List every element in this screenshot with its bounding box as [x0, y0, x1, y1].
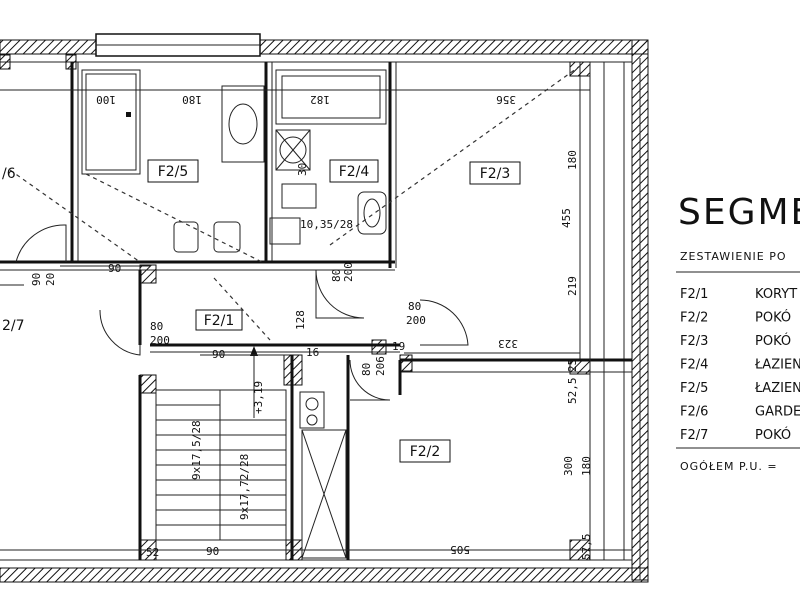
- dimension-lines: [0, 62, 632, 560]
- dim-80-f22: 80: [360, 363, 373, 376]
- legend-subtitle: ZESTAWIENIE PO: [680, 250, 787, 263]
- legend-code: F2/6: [680, 405, 708, 420]
- dim-300: 300: [562, 456, 575, 476]
- dimension-labels: 100 180 182 356 180 455 219 52,5 300 180…: [30, 93, 593, 560]
- dim-19: 19: [392, 340, 405, 353]
- staircase: [155, 346, 287, 541]
- legend-code: F2/2: [680, 311, 708, 326]
- legend-room-name: POKÓ: [755, 427, 791, 443]
- legend-room-name: KORYT: [755, 287, 797, 302]
- dim-57-5: 57,5: [580, 534, 593, 561]
- dim-52: 52: [146, 546, 159, 559]
- dim-128: 128: [294, 310, 307, 330]
- washbasin: [221, 85, 265, 163]
- legend-room-name: GARDE: [755, 405, 800, 420]
- washer: [269, 217, 301, 245]
- room-f2-6: /6: [2, 166, 16, 182]
- dim-stair-run-2: 9x17,72/28: [238, 454, 251, 520]
- dim-30: 30: [296, 163, 309, 176]
- dim-180-right: 180: [566, 150, 579, 170]
- dim-stair-run-1: 9x17,5/28: [190, 420, 203, 480]
- legend-room-name: POKÓ: [755, 310, 791, 326]
- room-f2-7: 2/7: [2, 318, 25, 334]
- segment-title: SEGMEN: [678, 192, 800, 233]
- bathtub: [275, 69, 387, 125]
- legend-code: F2/1: [680, 287, 708, 302]
- dim-219: 219: [566, 276, 579, 296]
- legend-code: F2/3: [680, 334, 708, 349]
- legend-code: F2/4: [680, 358, 708, 373]
- dim-200-door: 200: [406, 314, 426, 327]
- room-labels: F2/3 F2/4 F2/5 /6 F2/1 F2/2 2/7: [2, 159, 521, 463]
- dim-455: 455: [560, 208, 573, 228]
- dim-elevation: +3,19: [252, 381, 265, 414]
- toilet: [173, 221, 199, 253]
- dim-80-corr: 80: [150, 320, 163, 333]
- shaft: [301, 429, 347, 559]
- interior-walls: [0, 54, 632, 561]
- dim-80-f24: 80: [330, 269, 343, 282]
- bidet: [213, 221, 241, 253]
- legend-room-name: POKÓ: [755, 333, 791, 349]
- legend-code: F2/5: [680, 381, 708, 396]
- dim-10-35: 10,35/28: [300, 218, 353, 231]
- diagonals: [9, 65, 581, 341]
- room-f2-1: F2/1: [204, 313, 235, 329]
- dim-80-door: 80: [408, 300, 421, 313]
- toilet-f2-4: [281, 183, 317, 209]
- dim-90-top: 90: [108, 262, 121, 275]
- dim-200-corr: 200: [150, 334, 170, 347]
- legend-room-name: ŁAZIEN: [754, 358, 800, 373]
- fixtures: [81, 69, 387, 559]
- dim-16: 16: [306, 346, 319, 359]
- boiler: [299, 391, 325, 429]
- dim-90-stair: 90: [206, 545, 219, 558]
- dim-182: 182: [310, 93, 330, 106]
- legend-code: F2/7: [680, 428, 708, 443]
- legend-panel: SEGMEN ZESTAWIENIE PO F2/1KORYTF2/2POKÓF…: [676, 192, 800, 473]
- dim-20: 20: [44, 273, 57, 286]
- sink-f2-4: [357, 191, 387, 235]
- dim-90-corr: 90: [212, 348, 225, 361]
- dim-90-left: 90: [30, 273, 43, 286]
- doors: [0, 224, 469, 401]
- room-f2-4: F2/4: [339, 164, 370, 180]
- shower-tray: [81, 69, 141, 175]
- dim-505: 505: [450, 543, 470, 556]
- dim-200-f24: 200: [342, 262, 355, 282]
- room-f2-5: F2/5: [158, 164, 189, 180]
- room-f2-3: F2/3: [480, 166, 511, 182]
- dim-323: 323: [498, 337, 518, 350]
- room-f2-2: F2/2: [410, 444, 441, 460]
- outer-walls: [0, 33, 649, 583]
- dim-356: 356: [496, 93, 516, 106]
- dim-180-lower: 180: [580, 456, 593, 476]
- dim-52-5: 52,5: [566, 378, 579, 405]
- dim-25: 25: [566, 359, 579, 372]
- legend-total: OGÓŁEM P.U. =: [680, 460, 778, 473]
- dim-206: 206: [374, 356, 387, 376]
- dim-100: 100: [96, 93, 116, 106]
- dim-180-top: 180: [182, 93, 202, 106]
- legend-room-name: ŁAZIEN: [754, 381, 800, 396]
